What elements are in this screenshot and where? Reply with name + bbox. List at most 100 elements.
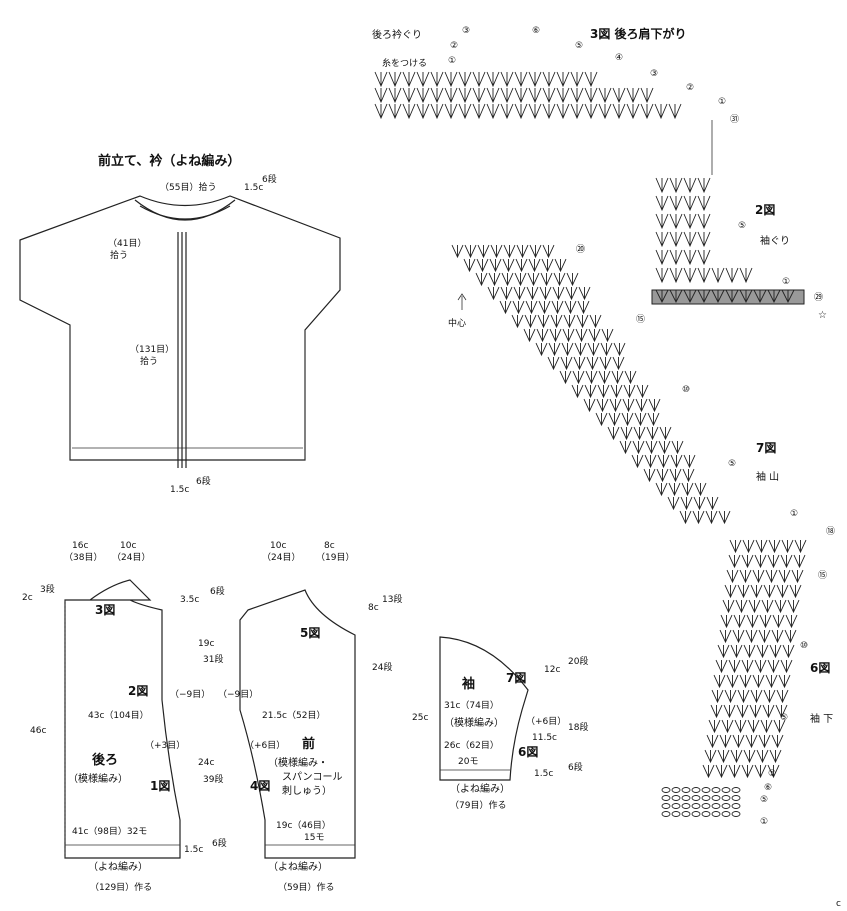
stitch-fan (724, 689, 737, 704)
stitch-fan (702, 764, 715, 779)
neck-pick-label: （41目） (108, 238, 146, 249)
stitch-fan (526, 286, 539, 301)
stitch-fan (693, 496, 706, 511)
stitch-fan (778, 674, 791, 689)
back-band-rows: 6段 (212, 837, 227, 849)
stitch-fan (430, 71, 444, 88)
stitch-fan (430, 87, 444, 104)
stitch-fan (739, 267, 753, 284)
stitch-fan (572, 370, 585, 385)
front-w-right-st: （19目） (316, 552, 354, 563)
stitch-fan (556, 103, 570, 120)
stitch-fan (513, 286, 526, 301)
front-pick-label: （131目） (130, 344, 174, 355)
stitch-fan (601, 328, 614, 343)
stitch-fan (640, 103, 654, 120)
stitch-fan (416, 103, 430, 120)
stitch-fan (463, 258, 476, 273)
stitch-fan (755, 539, 768, 554)
stitch-fan (697, 289, 711, 304)
chain-stitch (661, 803, 671, 809)
top-rows-label: 6段 (262, 173, 277, 185)
corner-mark: c (836, 899, 841, 909)
row-number: ⑳ (576, 244, 585, 255)
stitch-fan (563, 314, 576, 329)
stitch-fan (619, 440, 632, 455)
stitch-fan (723, 704, 736, 719)
stitch-fan (514, 103, 528, 120)
row-number: ① (768, 769, 776, 779)
stitch-fan (742, 539, 755, 554)
stitch-fan (598, 87, 612, 104)
stitch-fan (472, 103, 486, 120)
stitch-fan (767, 289, 781, 304)
chain-stitch (731, 803, 741, 809)
stitch-fan (621, 412, 634, 427)
stitch-fan (570, 103, 584, 120)
stitch-fan (763, 689, 776, 704)
stitch-fan (374, 103, 388, 120)
stitch-fan (541, 258, 554, 273)
stitch-fan (402, 103, 416, 120)
stitch-fan (624, 370, 637, 385)
stitch-fan (771, 629, 784, 644)
chain-stitch (691, 811, 701, 817)
stitch-fan (710, 704, 723, 719)
stitch-fan (730, 644, 743, 659)
row-number: ⑩ (800, 641, 808, 651)
stitch-fan (787, 599, 800, 614)
stitch-fan (528, 71, 542, 88)
stitch-fan (735, 599, 748, 614)
chart6-title: 6図 (810, 661, 830, 675)
stitch-fan (682, 468, 695, 483)
front-fig4: 4図 (250, 779, 270, 793)
back-fig1: 1図 (150, 779, 170, 793)
back-w-left: 16c (72, 541, 88, 551)
chain-stitch (711, 795, 721, 801)
stitch-fan (458, 71, 472, 88)
stitch-fan (561, 342, 574, 357)
stitch-fan (776, 689, 789, 704)
stitch-fan (612, 356, 625, 371)
chain-stitch (721, 795, 731, 801)
front-band: （よね編み） (268, 860, 328, 873)
row-number: ㉙ (814, 292, 823, 303)
stitch-fan (749, 704, 762, 719)
stitch-fan (570, 71, 584, 88)
chain-stitch (661, 787, 671, 793)
row-number: ⑤ (575, 41, 583, 51)
top-depth-label: 1.5c (244, 183, 263, 193)
stitch-fan (633, 426, 646, 441)
sleeve-title: 袖 (462, 676, 475, 692)
stitch-fan (584, 103, 598, 120)
stitch-fan (715, 764, 728, 779)
stitch-fan (528, 87, 542, 104)
stitch-fan (728, 659, 741, 674)
stitch-fan (725, 267, 739, 284)
stitch-fan (785, 614, 798, 629)
stitch-fan (596, 398, 609, 413)
stitch-fan (500, 71, 514, 88)
stitch-fan (692, 510, 705, 525)
stitch-fan (683, 177, 697, 194)
stitch-fan (683, 213, 697, 230)
back-shoulder: 3.5c (180, 595, 199, 605)
stitch-fan (472, 87, 486, 104)
stitch-fan (781, 289, 795, 304)
stitch-fan (683, 195, 697, 212)
stitch-fan (486, 103, 500, 120)
stitch-fan (780, 659, 793, 674)
stitch-fan (444, 71, 458, 88)
stitch-fan (736, 704, 749, 719)
stitch-fan (765, 569, 778, 584)
stitch-fan (464, 244, 477, 259)
stitch-fan (538, 300, 551, 315)
stitch-fan (724, 584, 737, 599)
stitch-fan (748, 599, 761, 614)
stitch-fan (775, 704, 788, 719)
stitch-fan (634, 412, 647, 427)
front-dec: （−9目） (218, 689, 258, 700)
stitch-fan (388, 103, 402, 120)
stitch-fan (444, 103, 458, 120)
